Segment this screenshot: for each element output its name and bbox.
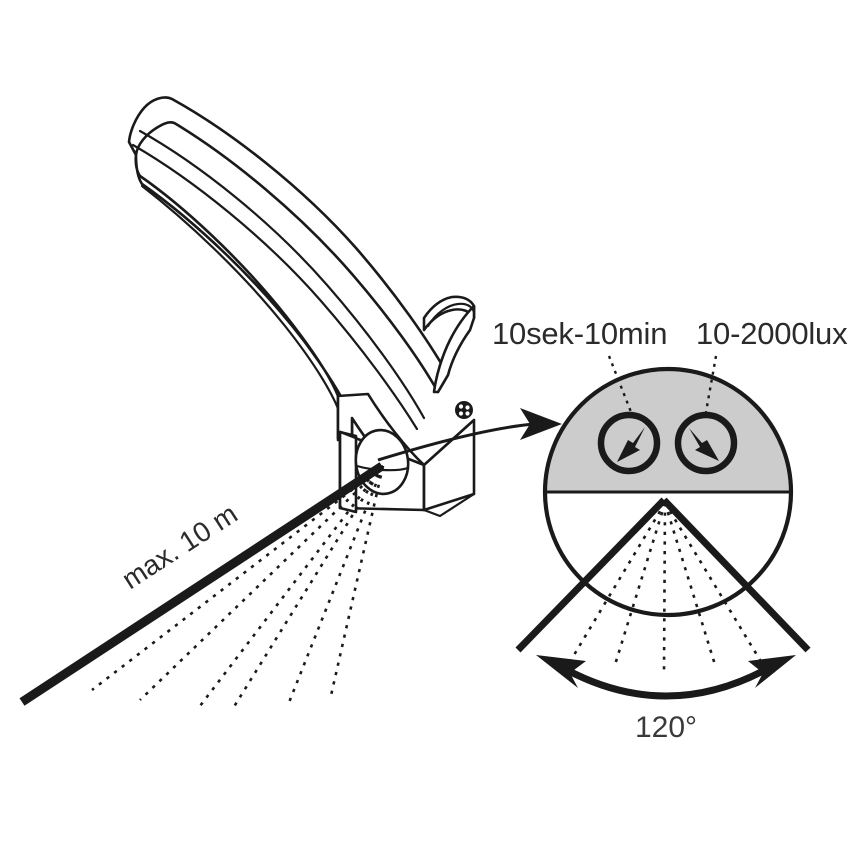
- detail-leader-arrow: [377, 408, 562, 462]
- detection-beam-max-range: [19, 462, 385, 706]
- time-setting-label: 10sek-10min: [492, 316, 667, 351]
- lux-adjustment-dial[interactable]: [674, 411, 738, 475]
- angle-arc-arrow: [536, 655, 796, 700]
- label-leader-lines: [607, 355, 718, 413]
- detection-ray: [198, 465, 385, 707]
- lamp-curved-arm: [127, 96, 450, 486]
- detection-ray: [286, 465, 385, 706]
- time-label-leader: [607, 355, 633, 413]
- sensor-detail-view: [542, 366, 794, 618]
- cone-ray: [663, 502, 762, 661]
- detection-ray: [328, 465, 385, 701]
- time-adjustment-dial[interactable]: [597, 411, 661, 475]
- max-range-label: max. 10 m: [116, 498, 243, 595]
- max-range-label-text: max. 10 m: [116, 498, 243, 595]
- cone-ray: [662, 502, 667, 673]
- housing-screw: [455, 401, 473, 419]
- lamp-head-block: [422, 295, 476, 394]
- cone-ray: [569, 502, 667, 661]
- detection-ray: [91, 464, 384, 692]
- detection-angle-cone: [515, 497, 811, 673]
- detection-beam-fan: [91, 464, 385, 711]
- detection-angle-label: 120°: [635, 711, 697, 744]
- lux-setting-label: 10-2000lux: [696, 316, 848, 351]
- lux-label-leader: [704, 355, 718, 413]
- detection-ray: [139, 465, 384, 701]
